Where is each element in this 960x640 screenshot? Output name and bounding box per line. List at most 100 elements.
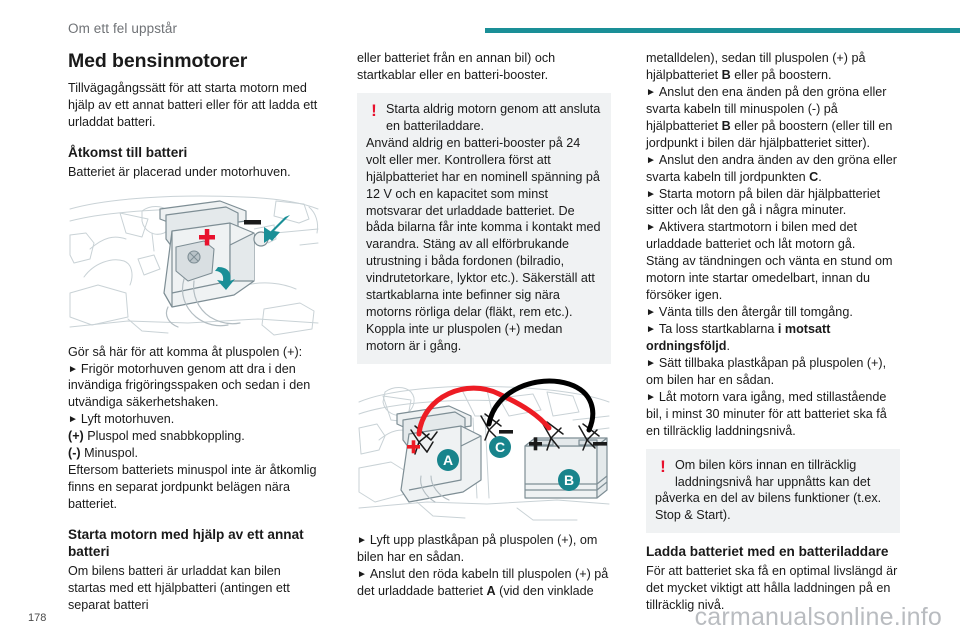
- warning-head: ! Om bilen körs innan en tillräcklig lad…: [655, 457, 891, 491]
- bullet-arrow-icon: ►: [357, 534, 367, 546]
- bullet-replace-cap: ►Sätt tillbaka plastkåpan på pluspolen (…: [646, 355, 900, 389]
- text-pre: metalldelen), sedan till pluspolen (+) p…: [646, 51, 866, 82]
- battery-location-paragraph: Batteriet är placerad under motorhuven.: [68, 164, 291, 179]
- warning-bang-icon: !: [371, 100, 377, 120]
- text-post: eller på boostern.: [730, 67, 832, 82]
- subheading-battery-access: Åtkomst till batteri: [68, 144, 188, 160]
- bullet-text-post: (vid den vinklade: [495, 583, 594, 598]
- bullet-arrow-icon: ►: [646, 391, 656, 403]
- bullet-arrow-icon: ►: [646, 188, 656, 200]
- column-right: metalldelen), sedan till pluspolen (+) p…: [646, 50, 900, 614]
- warning-box-charge-level: ! Om bilen körs innan en tillräcklig lad…: [646, 448, 900, 534]
- page-title: Om ett fel uppstår: [68, 21, 178, 36]
- bullet-arrow-icon: ►: [646, 86, 656, 98]
- callout-badge-b: B: [558, 468, 580, 491]
- bullet-text: Aktivera startmotorn i bilen med det url…: [646, 220, 857, 252]
- bullet-text-pre: Ta loss startkablarna: [658, 322, 778, 336]
- watermark: carmanualsonline.info: [694, 603, 942, 631]
- black-cable: [486, 378, 596, 433]
- bullet-arrow-icon: ►: [68, 414, 78, 426]
- bullet-text: Frigör motorhuven genom att dra i den in…: [68, 361, 311, 410]
- warning-body-text: Använd aldrig en batteri-booster på 24 v…: [366, 135, 601, 353]
- legend-minus-text: Minuspol.: [84, 446, 138, 461]
- bullet-wait-idle: ►Vänta tills den återgår till tomgång.: [646, 304, 900, 321]
- bullet-start-donor-car: ►Starta motorn på bilen där hjälpbatteri…: [646, 186, 900, 220]
- warning-box-battery-charger: ! Starta aldrig motorn genom att ansluta…: [357, 92, 611, 364]
- legend-minus-key: (-): [68, 446, 81, 461]
- battery-ref-a: A: [486, 583, 496, 598]
- bullet-text-post: eller på boostern (eller till en jordpun…: [646, 118, 893, 150]
- intro-paragraph: Tillvägagångssätt för att starta motorn …: [68, 81, 318, 129]
- bullet-text: Lyft motorhuven.: [80, 412, 175, 427]
- plus-marker-right: [529, 437, 542, 451]
- bullet-run-engine-30min: ►Låt motorn vara igång, med stillaståend…: [646, 389, 900, 440]
- bullet-arrow-icon: ►: [646, 357, 656, 369]
- legend-plus-text: Pluspol med snabbkoppling.: [87, 429, 245, 444]
- svg-text:B: B: [564, 472, 574, 488]
- minus-marker-mid: [499, 429, 513, 434]
- warning-head: ! Starta aldrig motorn genom att ansluta…: [366, 101, 602, 135]
- clamp: [480, 413, 502, 441]
- callout-badge-c: C: [489, 435, 511, 458]
- legend-plus-key: (+): [68, 429, 84, 444]
- battery-ref-b: B: [721, 118, 731, 133]
- figure-caption-intro: Gör så här för att komma åt pluspolen (+…: [68, 344, 303, 359]
- warning-bang-icon: !: [660, 456, 666, 476]
- bullet-text: Starta motorn på bilen där hjälpbatterie…: [646, 186, 881, 218]
- subheading-jump-start: Starta motorn med hjälp av ett annat bat…: [68, 526, 304, 559]
- clamp: [542, 421, 564, 451]
- column-left: Med bensinmotorer Tillvägagångssätt för …: [68, 50, 322, 613]
- teal-arrow: [264, 214, 290, 243]
- bullet-text: Låt motorn vara igång, med stillastående…: [646, 389, 887, 438]
- page-number: 178: [28, 612, 47, 624]
- bullet-text: Vänta tills den återgår till tomgång.: [658, 305, 853, 320]
- bullet-arrow-icon: ►: [646, 307, 656, 319]
- bullet-lift-plastic-cap: ►Lyft upp plastkåpan på pluspolen (+), o…: [357, 532, 611, 566]
- warning-body-text: påverka en del av bilens funktioner (t.e…: [655, 491, 882, 523]
- plus-marker-left: [407, 440, 420, 454]
- bullet-arrow-icon: ►: [646, 222, 656, 234]
- legend-minus: (-) Minuspol.: [68, 445, 322, 462]
- warning-head-text: Om bilen körs innan en tillräcklig laddn…: [675, 457, 871, 489]
- column-middle: eller batteriet från en annan bil) och s…: [357, 50, 611, 600]
- minus-marker-right: [593, 441, 607, 446]
- legend-plus: (+) Pluspol med snabbkoppling.: [68, 428, 322, 445]
- svg-text:A: A: [443, 452, 453, 468]
- bullet-text-post: .: [818, 169, 822, 184]
- bullet-text: Sätt tillbaka plastkåpan på pluspolen (+…: [646, 355, 887, 387]
- bullet-release-hood: ►Frigör motorhuven genom att dra i den i…: [68, 361, 322, 412]
- section-heading: Med bensinmotorer: [68, 50, 248, 72]
- jump-start-figure: A C B: [357, 372, 611, 525]
- battery-location-figure: [68, 189, 322, 337]
- page-header: Om ett fel uppstår: [0, 0, 960, 46]
- ground-point-paragraph: Eftersom batteriets minuspol inte är åtk…: [68, 463, 317, 512]
- bullet-activate-starter: ►Aktivera startmotorn i bilen med det ur…: [646, 219, 900, 253]
- bullet-connect-ground-point: ►Anslut den andra änden av den gröna ell…: [646, 152, 900, 186]
- bullet-text-pre: Anslut den ena änden på den gröna eller …: [646, 84, 887, 133]
- bullet-connect-red-cable: ►Anslut den röda kabeln till pluspolen (…: [357, 566, 611, 600]
- bullet-text-pre: Anslut den andra änden av den gröna elle…: [646, 152, 897, 184]
- bullet-text-pre: Anslut den röda kabeln till pluspolen (+…: [357, 566, 609, 598]
- bullet-arrow-icon: ►: [646, 324, 656, 335]
- bullet-arrow-icon: ►: [68, 363, 78, 375]
- bullet-text-post: .: [726, 338, 730, 353]
- teal-arrow-curved: [215, 266, 235, 290]
- bullet-connect-green-black-minus: ►Anslut den ena änden på den gröna eller…: [646, 84, 900, 152]
- mid-continuation-paragraph: eller batteriet från en annan bil) och s…: [357, 51, 556, 82]
- minus-marker: [244, 219, 261, 225]
- bullet-text: Lyft upp plastkåpan på pluspolen (+), om…: [357, 532, 598, 564]
- bullet-arrow-icon: ►: [357, 568, 367, 580]
- retry-paragraph: Stäng av tändningen och vänta en stund o…: [646, 254, 893, 303]
- bullet-lift-hood: ►Lyft motorhuven.: [68, 411, 322, 428]
- battery-ref-b: B: [721, 67, 731, 82]
- warning-head-text: Starta aldrig motorn genom att ansluta e…: [386, 101, 601, 133]
- charger-paragraph: För att batteriet ska få en optimal livs…: [646, 564, 898, 613]
- ground-ref-c: C: [809, 169, 819, 184]
- plus-marker: [199, 228, 215, 246]
- svg-text:C: C: [495, 439, 505, 455]
- right-continuation-paragraph: metalldelen), sedan till pluspolen (+) p…: [646, 50, 900, 84]
- bullet-text-emphasis: i motsatt ordningsföljd: [646, 322, 831, 353]
- bullet-arrow-icon: ►: [646, 154, 656, 166]
- subheading-battery-charger: Ladda batteriet med en batteriladdare: [646, 544, 889, 560]
- bullet-remove-cables: ►Ta loss startkablarna i motsatt ordning…: [646, 321, 900, 355]
